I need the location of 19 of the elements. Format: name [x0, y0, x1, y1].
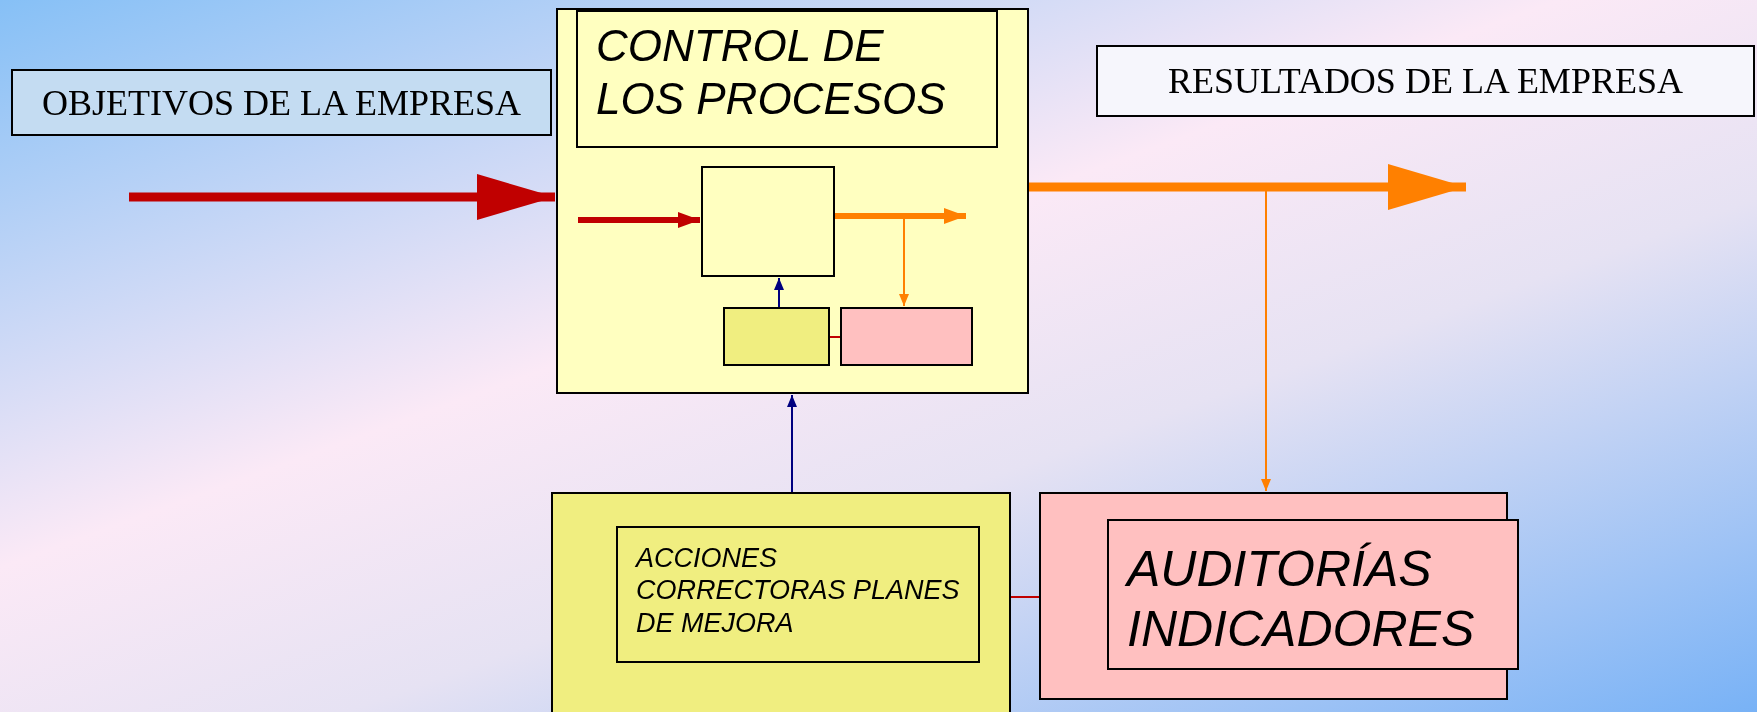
label-box: OBJETIVOS DE LA EMPRESA [11, 69, 552, 136]
connector-line [829, 336, 841, 338]
process-box [723, 307, 830, 366]
arrow [774, 277, 784, 308]
process-box [840, 307, 973, 366]
process-box [701, 166, 835, 277]
arrow [129, 174, 555, 220]
process-box [556, 8, 1029, 394]
arrow [1029, 164, 1466, 210]
arrow [835, 208, 966, 224]
heading-box: CONTROL DE LOS PROCESOS [576, 10, 998, 148]
arrow [787, 394, 797, 493]
text-frame: AUDITORÍAS INDICADORES [1107, 519, 1519, 670]
action-panel [551, 492, 1011, 712]
label-box: RESULTADOS DE LA EMPRESA [1096, 45, 1755, 117]
connector-line [1010, 596, 1040, 598]
arrow [834, 215, 909, 307]
arrow [578, 212, 700, 228]
text-frame: ACCIONES CORRECTORAS PLANES DE MEJORA [616, 526, 980, 663]
